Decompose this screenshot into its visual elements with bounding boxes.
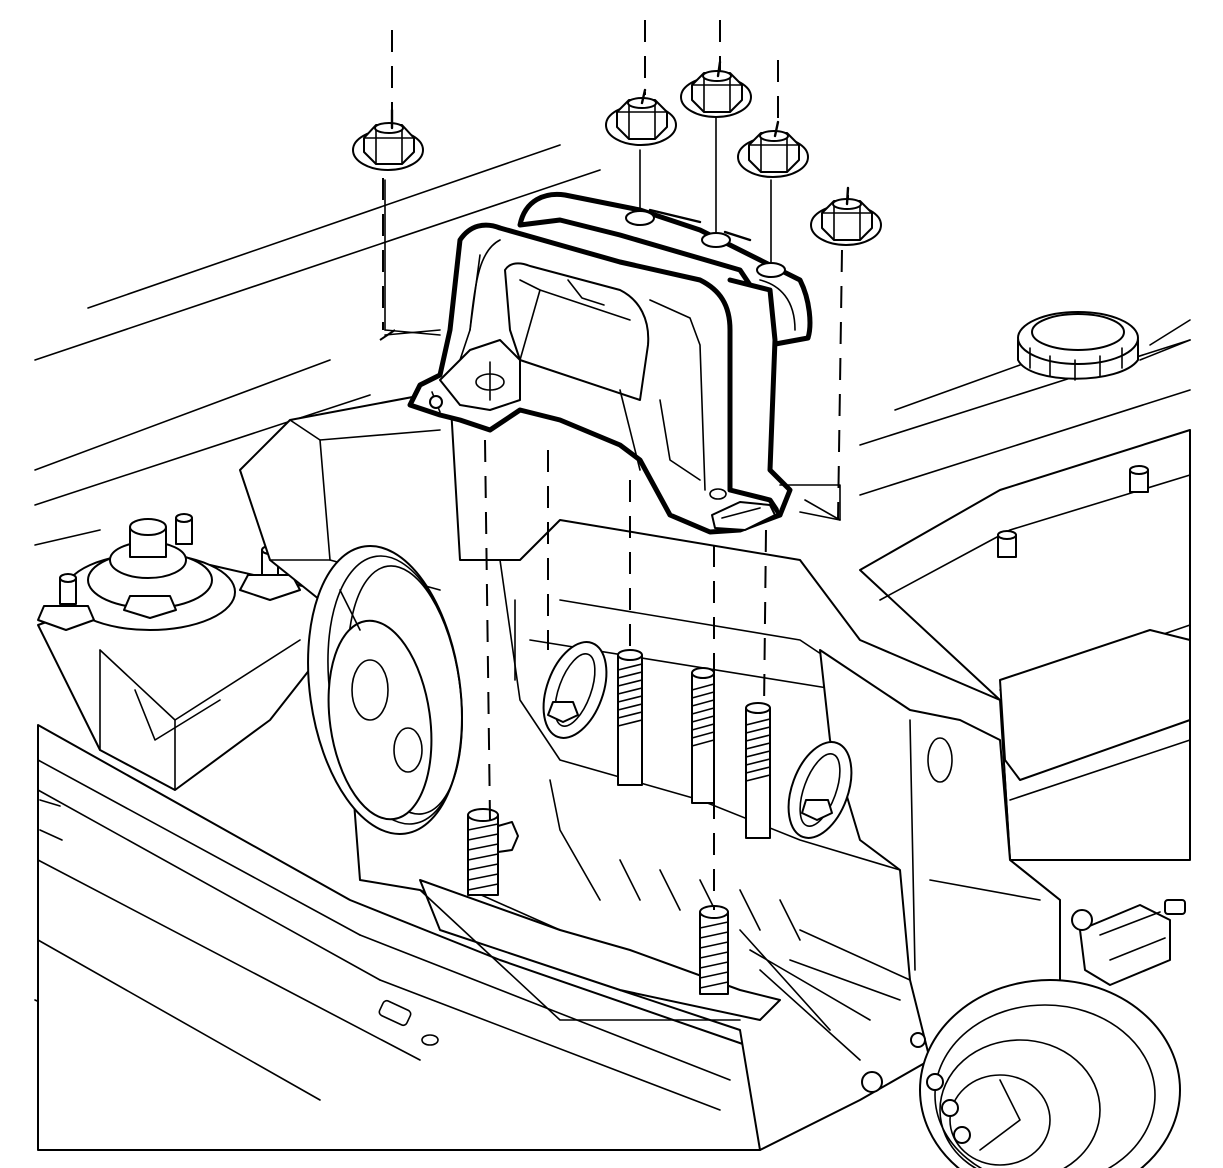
stud-2 — [691, 667, 715, 804]
strut-studs — [37, 513, 301, 631]
nut-3 — [680, 60, 752, 118]
reference-plane — [384, 179, 841, 521]
strut-tower — [37, 513, 326, 791]
stud-4 — [467, 808, 519, 896]
oil-filler-cap — [1017, 311, 1139, 381]
transaxle-case — [239, 389, 1061, 1151]
frame-rail — [37, 724, 761, 1151]
engine-mount-bracket — [407, 191, 813, 535]
nut-2 — [605, 88, 677, 146]
electrical-connector — [1071, 899, 1186, 986]
power-steering-pulley — [307, 545, 463, 835]
nut-5 — [810, 186, 882, 246]
nut-1 — [352, 108, 424, 171]
stud-5 — [699, 905, 729, 995]
ac-compressor-pulley — [861, 979, 1181, 1168]
stud-1 — [617, 649, 643, 786]
stud-3 — [745, 702, 771, 839]
engine-block — [859, 319, 1191, 861]
nut-4 — [737, 120, 809, 178]
